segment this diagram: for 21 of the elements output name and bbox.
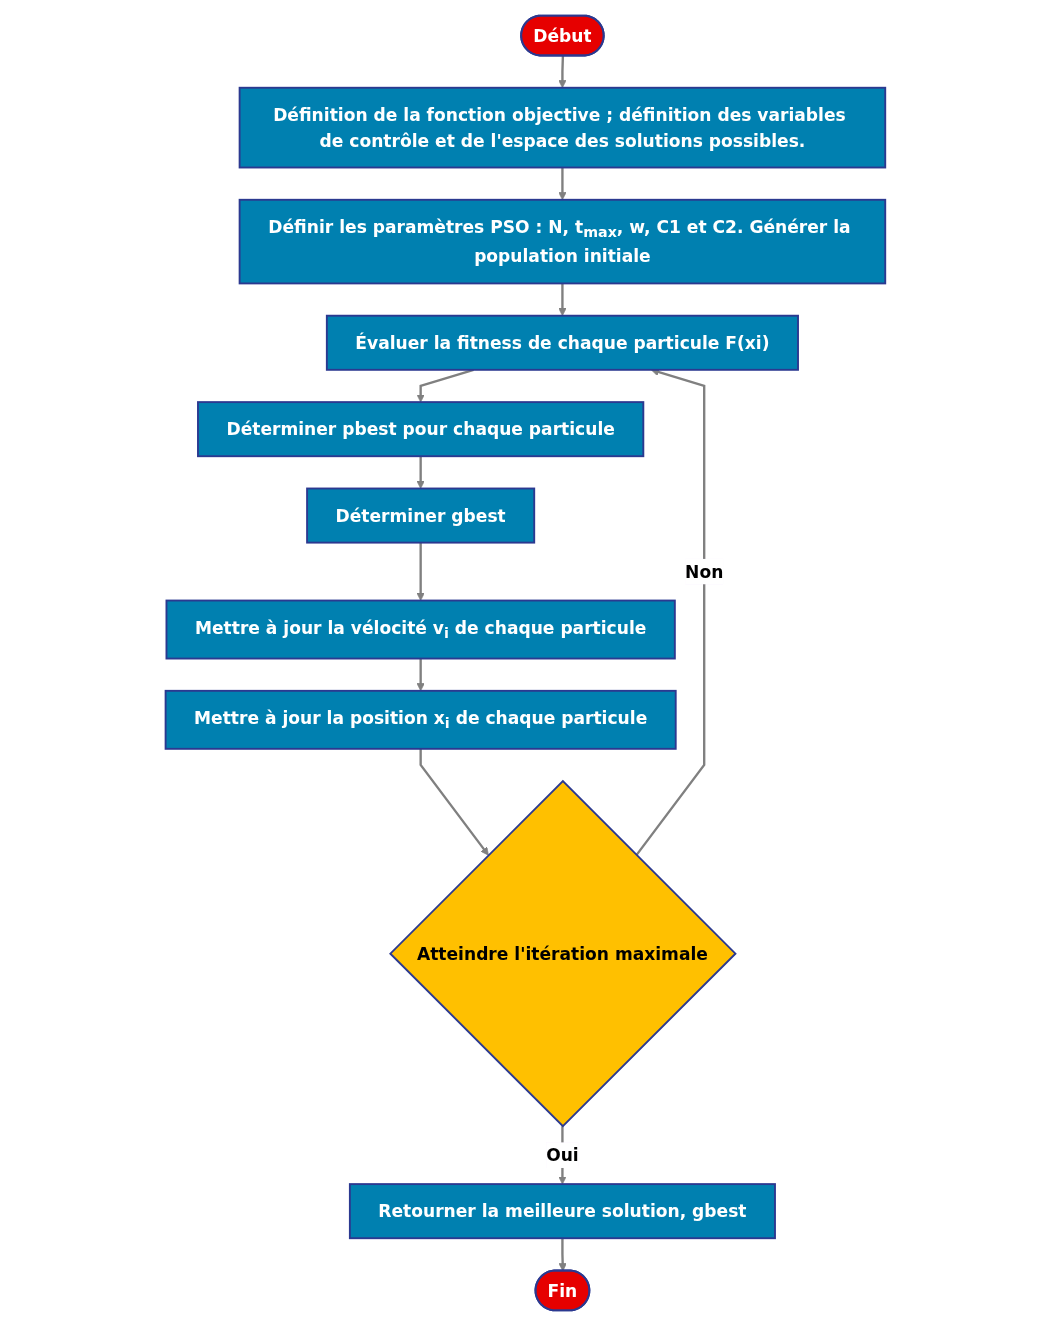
edge-label: Oui	[545, 1145, 579, 1166]
arrow	[416, 658, 425, 692]
node-box: Déterminer gbest	[305, 487, 535, 544]
node-box: Définition de la fonction objective ; définition des variables de contrôle et de l'espace des solutions possibles.	[238, 86, 886, 169]
arrow	[557, 167, 567, 201]
arrow	[419, 748, 489, 856]
arrow	[416, 368, 474, 403]
node-box: Retourner la meilleure solution, gbest	[348, 1183, 776, 1240]
arrow	[558, 1238, 567, 1272]
arrow	[635, 368, 705, 856]
edge-label: Non	[684, 561, 723, 582]
node-box: Définir les paramètres PSO : N, t$_{max}$, w, C1 et C2. Générer la population initiale	[238, 198, 886, 285]
arrow	[557, 55, 567, 89]
arrow	[416, 542, 425, 601]
arrow	[557, 283, 567, 317]
arrow	[416, 456, 425, 489]
node-diamond: Atteindre l'itération maximale	[388, 779, 737, 1128]
node-box: Mettre à jour la position x$_{i}$ de chaque particule	[164, 689, 677, 750]
node-box: Évaluer la fitness de chaque particule F(xi)	[325, 314, 799, 371]
node-box: Mettre à jour la vélocité v$_{i}$ de chaque particule	[165, 599, 676, 660]
node-box: Déterminer pbest pour chaque particule	[196, 401, 644, 458]
